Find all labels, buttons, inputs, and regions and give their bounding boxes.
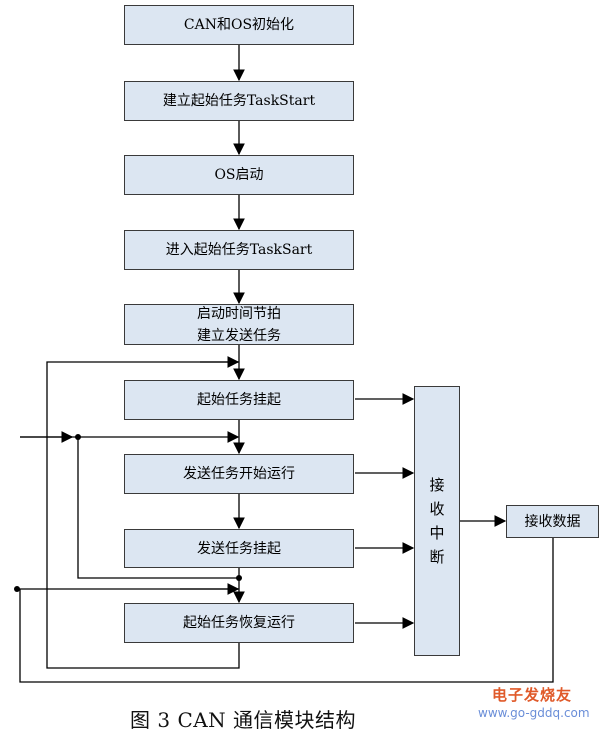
watermark-logo: 电子发烧友 www.go-gddq.com xyxy=(470,684,604,728)
box-start-task-suspend: 起始任务挂起 xyxy=(124,380,354,420)
box-start-tick: 启动时间节拍 建立发送任务 xyxy=(124,304,354,345)
junction-dot xyxy=(14,586,20,592)
box-receive-interrupt: 接 收 中 断 xyxy=(414,386,460,656)
watermark-text: 电子发烧友 xyxy=(492,686,573,704)
box-label-line2: 建立发送任务 xyxy=(197,327,281,344)
box-label: 发送任务挂起 xyxy=(197,540,281,557)
box-can-os-init: CAN和OS初始化 xyxy=(124,5,354,45)
box-label: 起始任务恢复运行 xyxy=(183,615,295,631)
box-enter-start-task: 进入起始任务TaskSart xyxy=(124,230,354,270)
interrupt-char: 断 xyxy=(429,548,445,566)
figure-caption: 图 3 CAN 通信模块结构 xyxy=(130,708,357,732)
interrupt-char: 中 xyxy=(429,524,445,542)
box-send-task-run: 发送任务开始运行 xyxy=(124,454,354,494)
box-create-start-task: 建立起始任务TaskStart xyxy=(124,81,354,121)
loop-receive-to-resume xyxy=(19,537,554,683)
box-label: CAN和OS初始化 xyxy=(183,17,295,33)
box-label: OS启动 xyxy=(214,167,264,183)
interrupt-char: 接 xyxy=(429,476,445,494)
interrupt-char: 收 xyxy=(429,500,445,518)
junction-dot xyxy=(75,434,81,440)
box-receive-data: 接收数据 xyxy=(506,505,599,538)
box-label-line1: 启动时间节拍 xyxy=(197,305,281,322)
box-label: 接收数据 xyxy=(524,513,581,530)
watermark-url: www.go-gddq.com xyxy=(478,706,590,720)
box-label: 起始任务挂起 xyxy=(197,392,281,408)
box-label: 建立起始任务TaskStart xyxy=(162,93,316,109)
box-start-task-resume: 起始任务恢复运行 xyxy=(124,603,354,643)
box-label: 发送任务开始运行 xyxy=(183,466,295,482)
box-send-task-suspend: 发送任务挂起 xyxy=(124,529,354,568)
junction-dot xyxy=(236,575,242,581)
loop-resume-to-suspend xyxy=(46,361,240,669)
box-label: 进入起始任务TaskSart xyxy=(165,242,313,258)
box-os-start: OS启动 xyxy=(124,155,354,195)
